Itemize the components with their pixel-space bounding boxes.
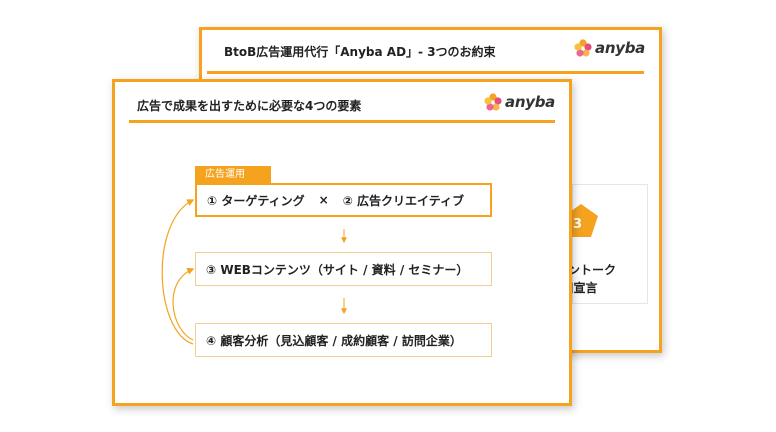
loop-arrow-icon: [161, 199, 195, 345]
front-slide-logo: anyba: [484, 93, 555, 111]
back-slide-title: BtoB広告運用代行「Anyba AD」- 3つのお約束: [224, 45, 496, 59]
flow-arrows: [161, 199, 347, 345]
loop-arrow-icon: [172, 267, 195, 341]
targeting-creative-box: ① ターゲティング × ② 広告クリエイティブ: [195, 183, 492, 217]
back-peek-line2: ]宣言: [568, 281, 598, 295]
web-content-box: ③ WEBコンテンツ（サイト / 資料 / セミナー）: [195, 252, 492, 286]
box1-right-label: ② 広告クリエイティブ: [342, 193, 465, 208]
badge-number: 3: [573, 217, 583, 232]
anyba-flower-logo-icon: [574, 39, 592, 57]
box1-times: ×: [318, 193, 329, 207]
ad-operation-tag: 広告運用: [195, 166, 271, 184]
anyba-flower-logo-icon: [484, 93, 502, 111]
box3-label: ④ 顧客分析（見込顧客 / 成約顧客 / 訪問企業）: [206, 333, 462, 348]
box2-label: ③ WEBコンテンツ（サイト / 資料 / セミナー）: [206, 262, 469, 277]
box1-left-label: ① ターゲティング: [207, 193, 305, 208]
back-slide-logo: anyba: [574, 39, 645, 57]
front-title-rule: [129, 120, 555, 123]
customer-analysis-box: ④ 顧客分析（見込顧客 / 成約顧客 / 訪問企業）: [195, 323, 492, 357]
back-item-panel: [572, 184, 648, 304]
pentagon-badge-icon: [564, 204, 598, 237]
back-title-rule: [207, 71, 644, 74]
front-slide-title: 広告で成果を出すために必要な4つの要素: [137, 99, 362, 113]
front-logo-text: anyba: [505, 93, 555, 111]
front-slide: 広告で成果を出すために必要な4つの要素 anyba 広告運用 ① ターゲティング…: [112, 79, 572, 406]
back-logo-text: anyba: [595, 39, 645, 57]
back-peek-line1: ントーク: [568, 263, 617, 277]
